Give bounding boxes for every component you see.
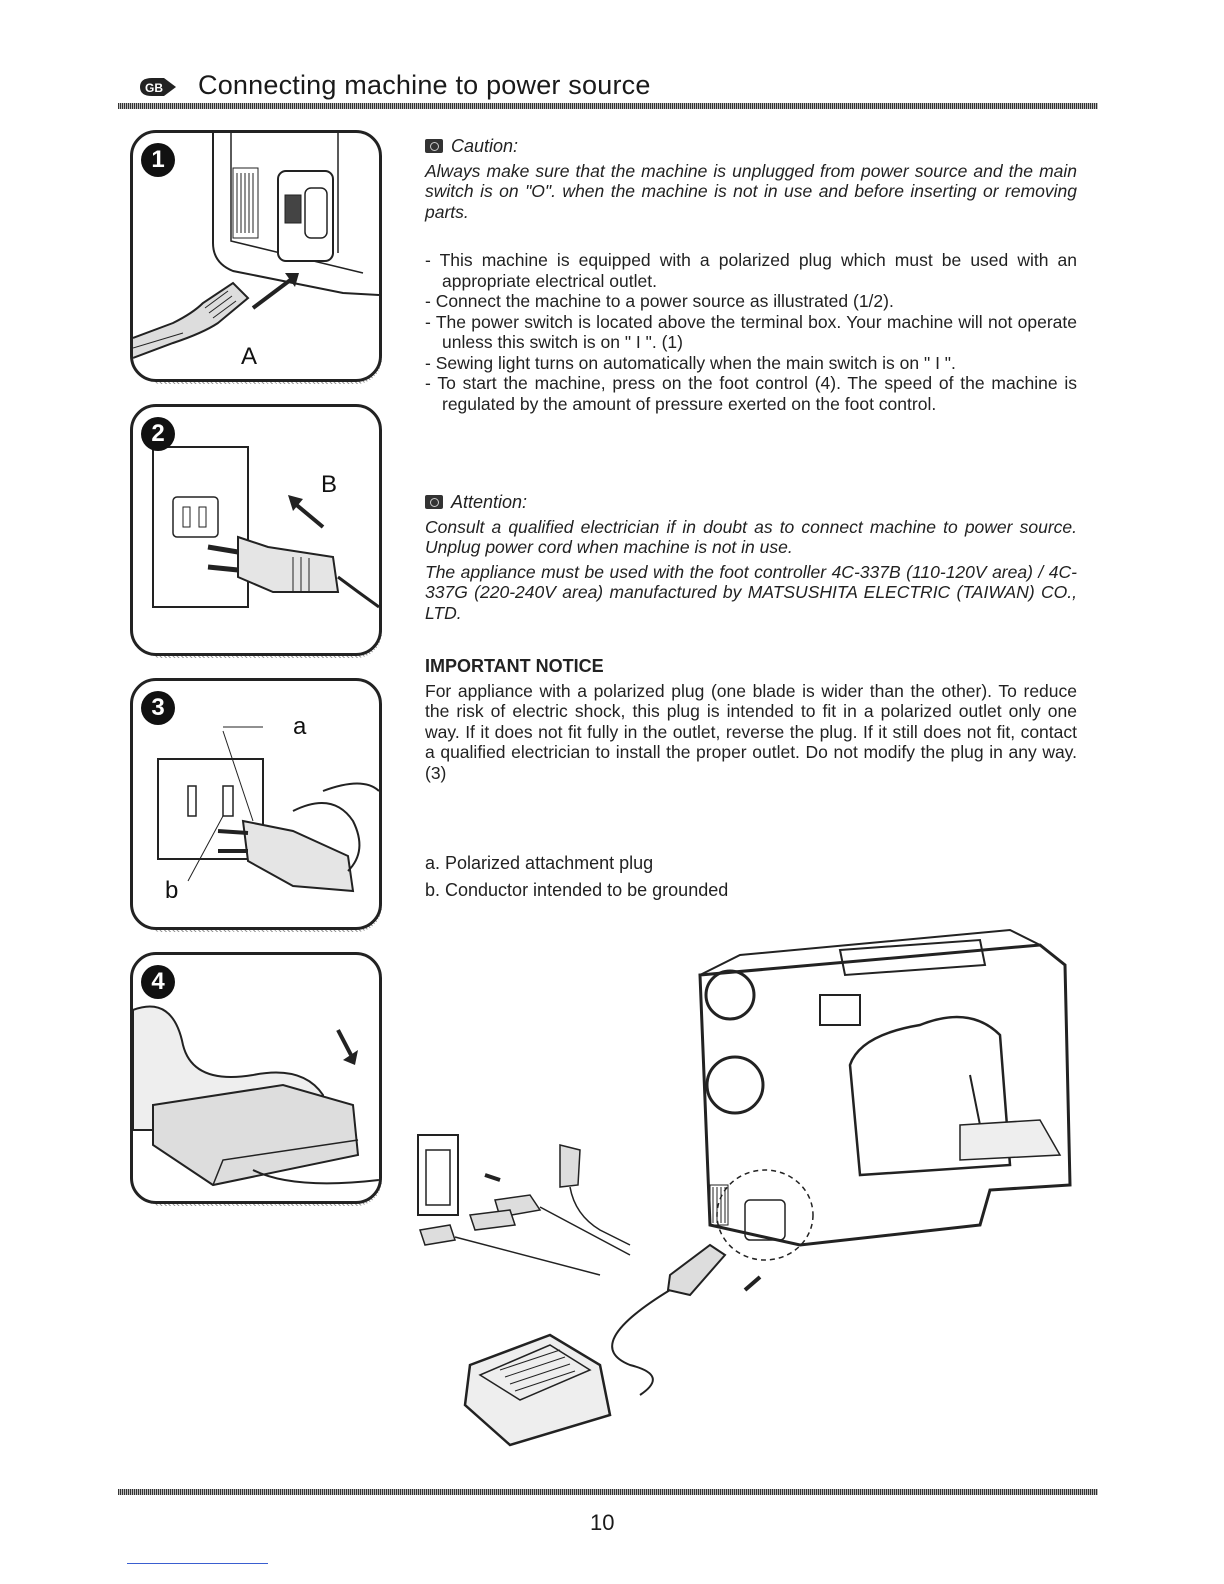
important-notice-title: IMPORTANT NOTICE xyxy=(425,656,604,676)
sewing-machine-illustration xyxy=(417,928,1072,1447)
figure-2-panel: 2 B xyxy=(130,404,382,656)
instructions-list: - This machine is equipped with a polari… xyxy=(425,250,1077,414)
attention-text-2: The appliance must be used with the foot… xyxy=(425,561,1077,623)
footer-underline xyxy=(127,1563,268,1564)
machine-switch-illustration xyxy=(133,133,379,359)
important-notice-text: For appliance with a polarized plug (one… xyxy=(425,680,1077,783)
instruction-item: - Sewing light turns on automatically wh… xyxy=(425,352,956,373)
caution-icon xyxy=(425,139,443,153)
foot-control-illustration xyxy=(133,1005,379,1187)
figure-2-label: B xyxy=(321,471,338,498)
step-number-4: 4 xyxy=(141,965,175,999)
instruction-item: - This machine is equipped with a polari… xyxy=(425,250,1077,291)
step-number-2: 2 xyxy=(141,417,175,451)
polarized-plug-illustration xyxy=(157,726,379,893)
figure-1-label: A xyxy=(241,343,258,370)
figure-1-panel: 1 A xyxy=(130,130,382,382)
page-number: 10 xyxy=(590,1510,615,1535)
caution-title: Caution: xyxy=(451,136,519,156)
legend-item-a: a. Polarized attachment plug xyxy=(425,853,654,873)
step-number-1: 1 xyxy=(141,143,175,177)
legend-item-b: b. Conductor intended to be grounded xyxy=(425,880,729,900)
step-number-3: 3 xyxy=(141,691,175,725)
figure-4-panel: 4 xyxy=(130,952,382,1204)
caution-text: Always make sure that the machine is unp… xyxy=(425,160,1077,222)
page-title: Connecting machine to power source xyxy=(198,70,651,100)
attention-icon xyxy=(425,495,443,509)
attention-text-1: Consult a qualified electrician if in do… xyxy=(425,516,1077,558)
important-notice-section: IMPORTANT NOTICE For appliance with a po… xyxy=(425,656,1077,783)
gb-language-badge: GB xyxy=(138,76,178,98)
attention-section: Attention: Consult a qualified electrici… xyxy=(425,492,1077,623)
attention-title: Attention: xyxy=(451,492,528,512)
instruction-item: - To start the machine, press on the foo… xyxy=(425,373,1077,414)
outlet-plug-illustration xyxy=(152,446,379,609)
instruction-item: - Connect the machine to a power source … xyxy=(425,291,894,311)
figure-3-label-a: a xyxy=(293,713,307,740)
plug-legend: a. Polarized attachment plug b. Conducto… xyxy=(425,850,1077,904)
page-header: GB Connecting machine to power source xyxy=(118,66,1098,108)
top-divider xyxy=(118,103,1098,109)
caution-section: Caution: Always make sure that the machi… xyxy=(425,136,1077,222)
gb-badge-text: GB xyxy=(145,81,163,95)
bottom-divider xyxy=(118,1489,1098,1495)
figure-3-panel: 3 a b xyxy=(130,678,382,930)
instruction-item: - The power switch is located above the … xyxy=(425,311,1077,353)
figure-3-label-b: b xyxy=(165,877,179,904)
